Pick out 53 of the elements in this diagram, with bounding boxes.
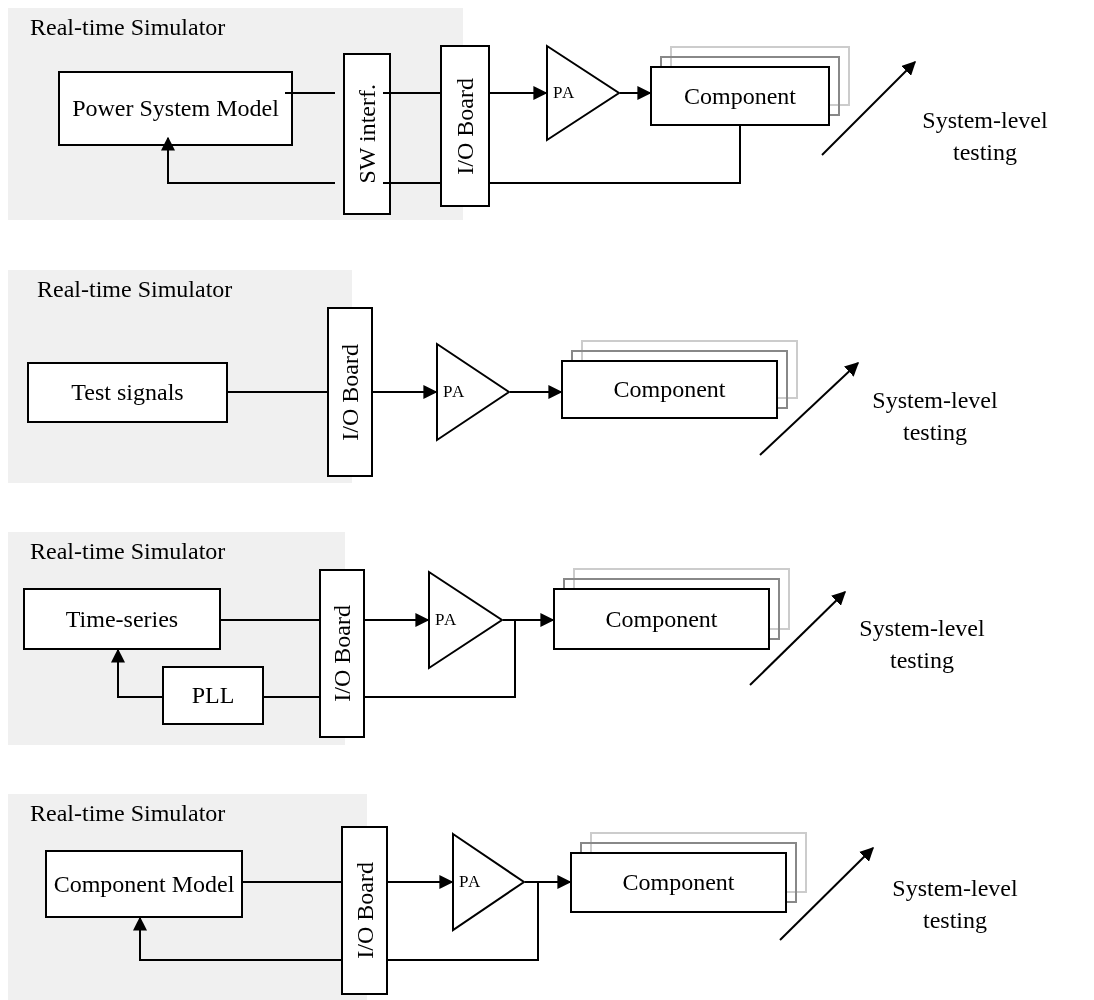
box-label: PLL <box>190 682 236 709</box>
box-label: Test signals <box>70 379 185 406</box>
amplifier-label: PA <box>435 610 458 630</box>
box-label: Component <box>612 376 727 403</box>
amplifier-triangle <box>452 833 525 931</box>
connector-arrow <box>619 86 652 100</box>
process-box <box>162 666 264 725</box>
vertical-label: I/O Board <box>338 343 362 441</box>
amplifier-label: PA <box>553 83 576 103</box>
process-box <box>553 588 770 650</box>
box-label: Component Model <box>52 870 236 898</box>
interface-box <box>319 569 365 738</box>
side-note: System-level testing <box>891 874 1019 936</box>
panel-heading: Real-time Simulator <box>30 538 226 565</box>
connector-arrow <box>387 875 454 889</box>
connector-arrow <box>489 86 548 100</box>
box-label: Time-series <box>64 605 180 633</box>
vertical-label: I/O Board <box>352 862 377 959</box>
connector-arrow <box>111 648 163 698</box>
connector-arrow <box>372 385 438 399</box>
panel-heading: Real-time Simulator <box>30 800 226 827</box>
amplifier-triangle <box>546 45 620 141</box>
side-note: System-level testing <box>921 106 1049 168</box>
vertical-label: I/O Board <box>330 605 354 702</box>
connector-arrow <box>364 613 430 627</box>
side-note: System-level testing <box>858 614 986 676</box>
vertical-label: I/O Board <box>453 77 477 175</box>
interface-box <box>440 45 490 207</box>
connector-arrow <box>161 136 336 184</box>
box-label: Power System Model <box>71 95 280 122</box>
box-label: Component <box>683 82 797 110</box>
amplifier-label: PA <box>443 382 466 402</box>
amplifier-label: PA <box>459 872 482 892</box>
amplifier-triangle <box>436 343 510 441</box>
process-box <box>45 850 243 918</box>
amplifier-triangle <box>428 571 503 669</box>
vertical-label: SW interf. <box>355 84 379 184</box>
panel-heading: Real-time Simulator <box>37 276 233 303</box>
box-label: Component <box>604 605 719 633</box>
process-box <box>650 66 830 126</box>
connector-arrow <box>509 385 563 399</box>
process-box <box>570 852 787 913</box>
side-note: System-level testing <box>871 386 999 448</box>
interface-box <box>327 307 373 477</box>
connector-arrow <box>133 916 342 961</box>
panel-heading: Real-time Simulator <box>30 14 226 41</box>
process-box <box>58 71 293 146</box>
process-box <box>561 360 778 419</box>
process-box <box>27 362 228 423</box>
interface-box <box>341 826 388 995</box>
interface-box <box>343 53 391 215</box>
box-label: Component <box>621 869 736 896</box>
process-box <box>23 588 221 650</box>
